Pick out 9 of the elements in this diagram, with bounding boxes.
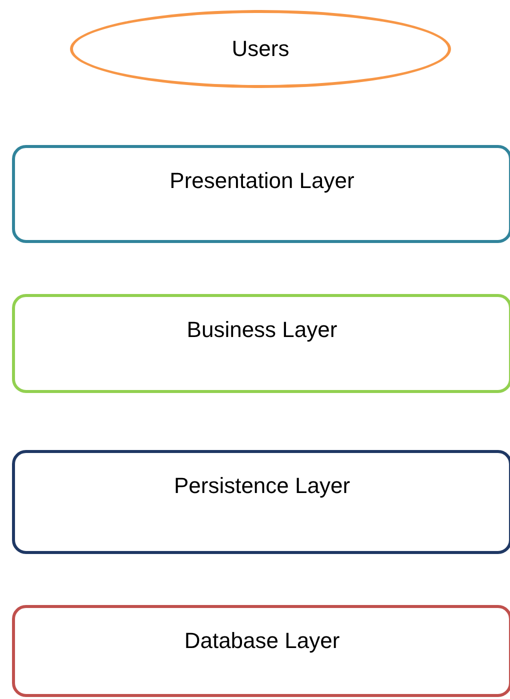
node-label: Business Layer — [186, 317, 338, 343]
layer-box — [12, 605, 510, 697]
node-label: Persistence Layer — [174, 473, 350, 499]
layer-box — [12, 450, 510, 554]
layer-box — [12, 294, 510, 393]
node-label: Users — [232, 36, 290, 62]
node-label: Database Layer — [184, 628, 340, 654]
node-label: Presentation Layer — [170, 168, 354, 194]
layer-box — [12, 145, 510, 243]
